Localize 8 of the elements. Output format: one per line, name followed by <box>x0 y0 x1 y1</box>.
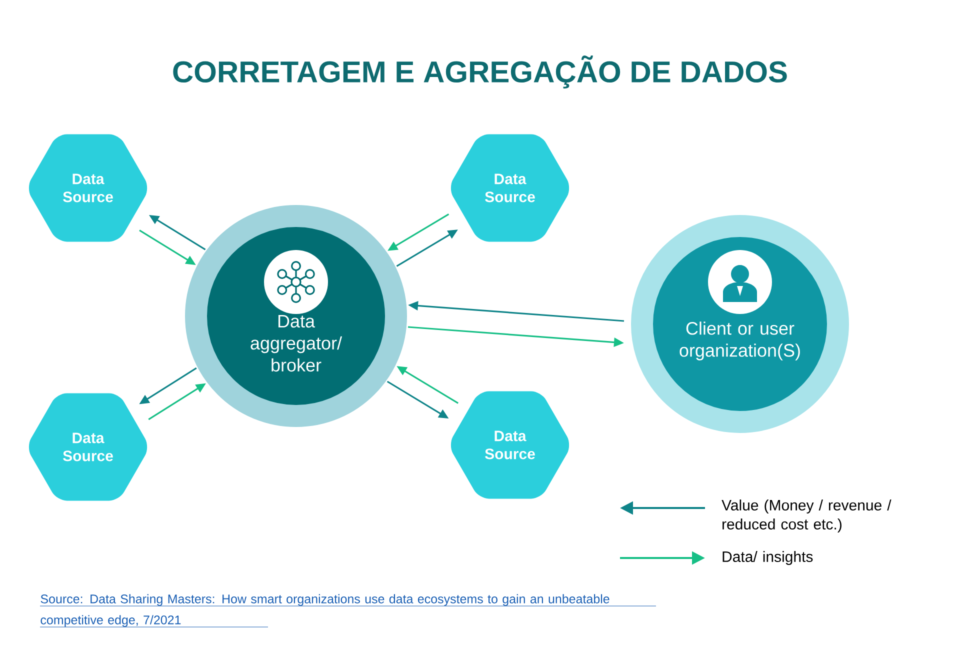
hexagon: Data Source <box>450 134 570 242</box>
legend-text: Value (Money / revenue / reduced cost etc.) <box>722 500 892 532</box>
hexagon: Data Source <box>28 393 148 501</box>
hexagon: Data Source <box>450 391 570 499</box>
source-link: Source: Data Sharing Masters: How smart organizations use data ecosystems to gain an unbeatable competitive edge, 7/2021 <box>40 594 610 627</box>
title: CORRETAGEM E AGREGAÇÃO DE DADOS <box>173 56 787 88</box>
hexagon: Data Source <box>28 134 148 242</box>
legend-text: Data/ insights <box>722 551 813 565</box>
